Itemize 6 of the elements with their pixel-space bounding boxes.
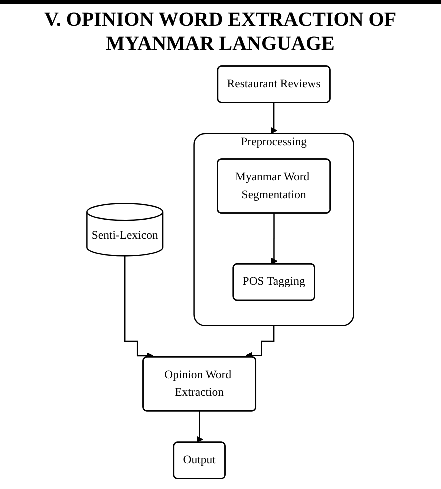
arrow — [270, 102, 278, 134]
arrow — [196, 410, 204, 444]
arrow — [124, 256, 154, 360]
arrow — [246, 325, 275, 360]
arrow — [270, 213, 278, 265]
section-heading: V. OPINION WORD EXTRACTION OF MYANMAR LANGUAGE — [44, 9, 397, 55]
